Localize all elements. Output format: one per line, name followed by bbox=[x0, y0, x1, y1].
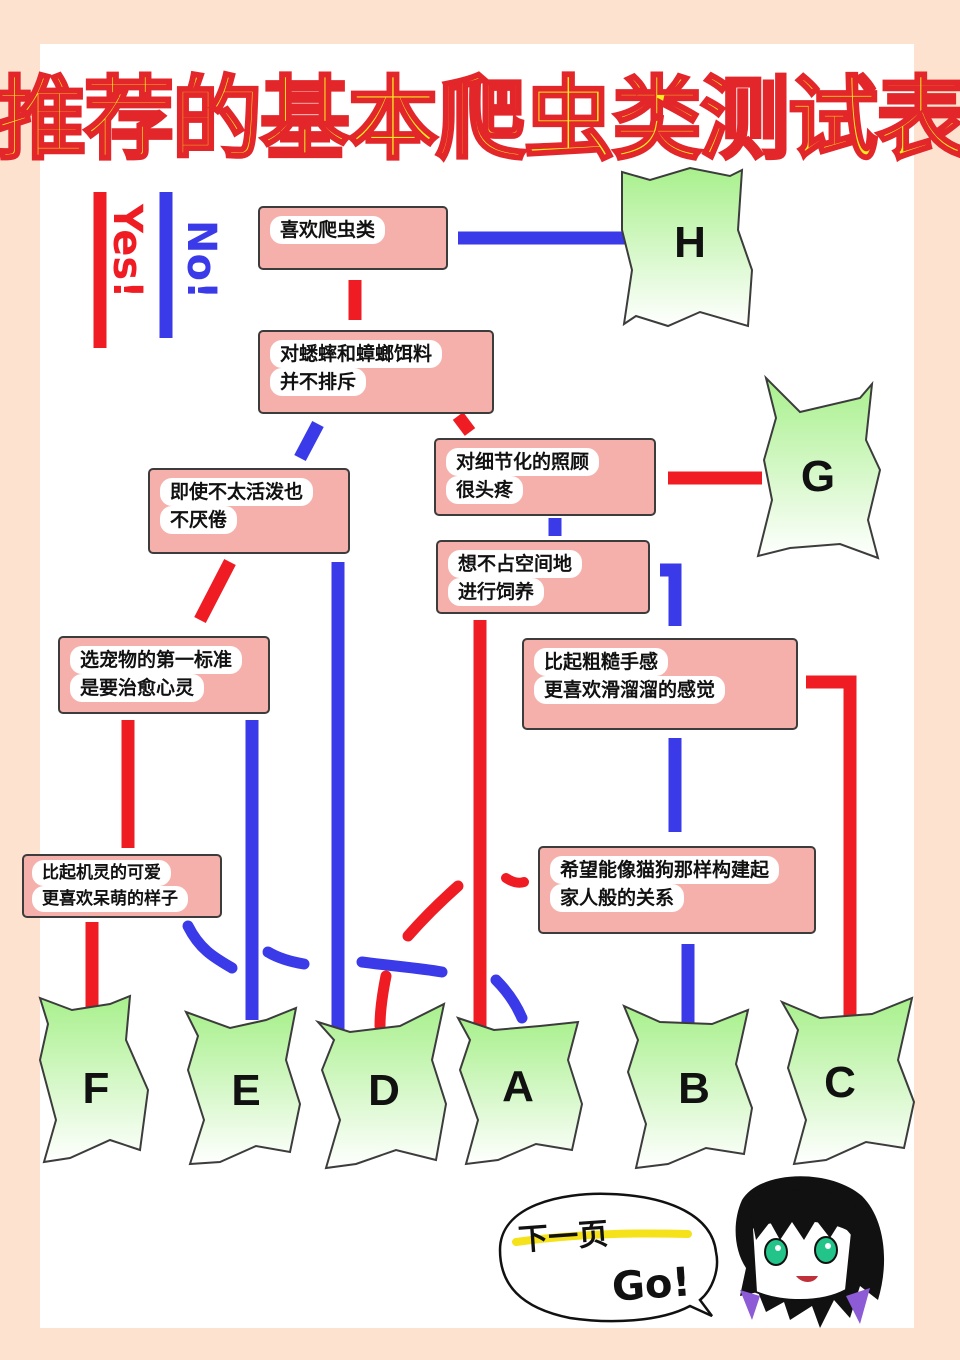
result-shape-d bbox=[314, 1002, 448, 1170]
question-box-6: 选宠物的第一标准 是要治愈心灵 bbox=[58, 636, 270, 714]
connector-q9-d-red bbox=[374, 970, 392, 1032]
connector-q3-q6 bbox=[194, 559, 236, 623]
connector-q8-e bbox=[182, 920, 238, 974]
result-label-c: C bbox=[824, 1058, 856, 1107]
question-text: 对蟋蟀和蟑螂饵料 bbox=[270, 340, 443, 368]
connector-q7-c bbox=[806, 675, 857, 1022]
result-label-h: H bbox=[674, 218, 706, 267]
result-shape-f bbox=[38, 994, 150, 1164]
question-text: 比起机灵的可爱 bbox=[32, 860, 171, 886]
anime-girl-avatar-icon bbox=[735, 1176, 885, 1328]
result-label-d: D bbox=[368, 1066, 400, 1115]
result-shape-b bbox=[622, 1004, 754, 1170]
result-shape-g bbox=[756, 374, 882, 560]
question-box-5: 想不占空间地 进行饲养 bbox=[436, 540, 650, 614]
question-text: 进行饲养 bbox=[448, 578, 545, 606]
question-text: 对细节化的照顾 bbox=[446, 448, 600, 476]
result-label-g: G bbox=[800, 452, 836, 501]
question-text: 希望能像猫狗那样构建起 bbox=[550, 856, 780, 884]
result-label-b: B bbox=[678, 1064, 710, 1113]
question-box-3: 即使不太活泼也 不厌倦 bbox=[148, 468, 350, 554]
question-box-8: 比起机灵的可爱 更喜欢呆萌的样子 bbox=[22, 854, 222, 918]
connector-q9-red-b bbox=[501, 873, 529, 888]
connector-q9-red-a bbox=[402, 880, 464, 942]
legend-yes-label: Yes! bbox=[104, 204, 150, 299]
question-box-7: 比起粗糙手感 更喜欢滑溜溜的感觉 bbox=[522, 638, 798, 730]
question-text: 更喜欢呆萌的样子 bbox=[32, 886, 188, 912]
result-shape-h bbox=[621, 166, 754, 328]
connector-q9-a bbox=[490, 974, 528, 1024]
question-box-9: 希望能像猫狗那样构建起 家人般的关系 bbox=[538, 846, 816, 934]
connector-q8-e-2 bbox=[262, 946, 310, 970]
result-shape-e bbox=[183, 1006, 302, 1166]
question-text: 喜欢爬虫类 bbox=[270, 216, 386, 244]
question-text: 选宠物的第一标准 bbox=[70, 646, 243, 674]
result-label-f: F bbox=[82, 1064, 110, 1113]
question-text: 即使不太活泼也 bbox=[160, 478, 314, 506]
question-box-4: 对细节化的照顾 很头疼 bbox=[434, 438, 656, 516]
question-text: 是要治愈心灵 bbox=[70, 674, 205, 702]
result-shape-c bbox=[779, 996, 916, 1166]
result-shape-a bbox=[455, 1016, 584, 1166]
result-label-a: A bbox=[502, 1062, 534, 1111]
connector-q9-d bbox=[356, 956, 448, 978]
question-text: 并不排斥 bbox=[270, 368, 367, 396]
question-text: 家人般的关系 bbox=[550, 884, 685, 912]
speech-bubble bbox=[498, 1192, 719, 1323]
question-text: 更喜欢滑溜溜的感觉 bbox=[534, 676, 726, 704]
go-label[interactable]: Go! bbox=[610, 1259, 693, 1311]
connector-q2-q4 bbox=[452, 412, 476, 436]
connector-q5-q7 bbox=[660, 563, 682, 626]
question-box-1: 喜欢爬虫类 bbox=[258, 206, 448, 270]
connector-q2-q3 bbox=[294, 420, 324, 462]
question-box-2: 对蟋蟀和蟑螂饵料 并不排斥 bbox=[258, 330, 494, 414]
legend-no-label: No! bbox=[178, 220, 224, 300]
question-text: 比起粗糙手感 bbox=[534, 648, 669, 676]
question-text: 很头疼 bbox=[446, 476, 524, 504]
result-label-e: E bbox=[231, 1066, 261, 1115]
next-page-label[interactable]: 下一页 bbox=[517, 1216, 610, 1259]
bubble-highlight bbox=[512, 1229, 692, 1246]
question-text: 想不占空间地 bbox=[448, 550, 583, 578]
question-text: 不厌倦 bbox=[160, 506, 238, 534]
page-title: 推荐的基本爬虫类测试表 bbox=[0, 66, 960, 174]
